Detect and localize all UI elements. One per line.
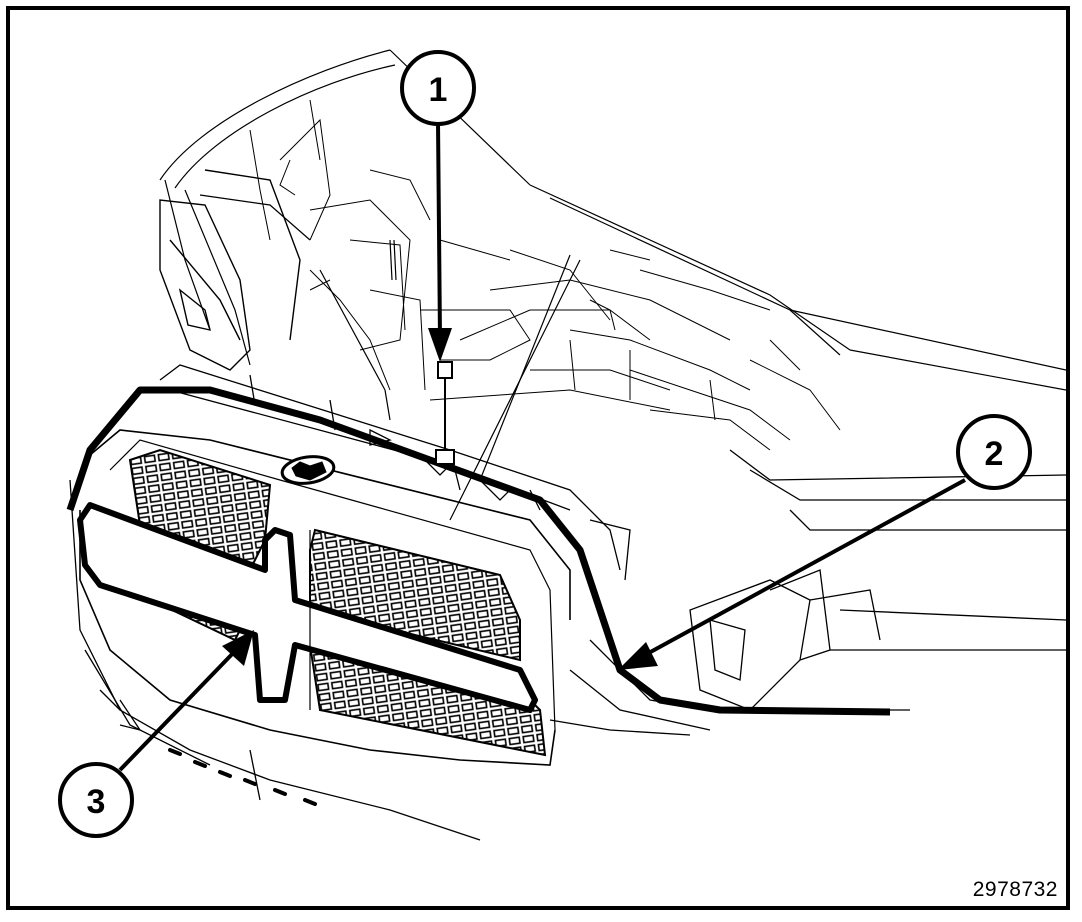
grille-inner-lip [109, 439, 556, 731]
left-fender-headlamp [159, 169, 301, 371]
grille-fastener [435, 361, 455, 465]
callout-3-label: 3 [87, 783, 106, 821]
hood-outline [159, 49, 1066, 391]
engine-compartment [249, 99, 841, 451]
grille-shell [66, 386, 891, 766]
callout-2: 2 [618, 414, 1032, 670]
right-fender-bracket [689, 449, 1066, 711]
figure-number: 2978732 [972, 878, 1058, 901]
diagram-frame: 1 2 3 2978732 [6, 6, 1070, 910]
callout-3: 3 [58, 630, 254, 838]
grille-removal-illustration: 1 2 3 [58, 49, 1066, 841]
callout-2-label: 2 [985, 435, 1004, 473]
bumper-vent-marks [168, 748, 317, 806]
grille-crosshair [77, 502, 538, 713]
ram-emblem [280, 455, 336, 485]
callout-1: 1 [400, 50, 476, 362]
callout-1-label: 1 [429, 71, 448, 109]
